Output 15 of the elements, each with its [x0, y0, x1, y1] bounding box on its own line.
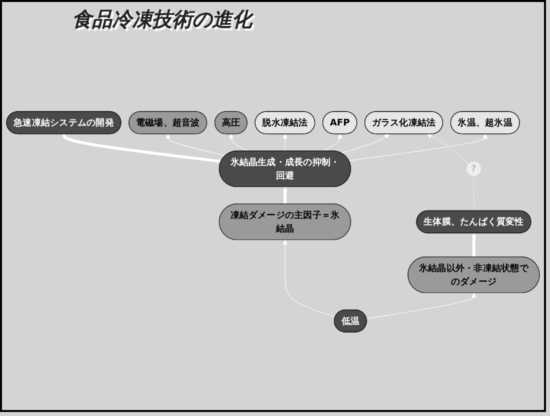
arrow	[471, 233, 476, 258]
arrow	[366, 293, 476, 320]
arrow	[322, 134, 342, 152]
connector	[62, 134, 222, 164]
arrow	[282, 134, 288, 152]
arrow	[282, 187, 288, 204]
arrow	[340, 134, 390, 154]
arrow	[348, 134, 488, 162]
node-circle: ?	[466, 162, 481, 176]
diagram-title: 食品冷凍技術の進化	[72, 6, 252, 33]
arrow	[228, 134, 249, 152]
arrow	[282, 240, 336, 318]
arrow	[427, 134, 469, 165]
arrow	[166, 134, 226, 156]
connector	[473, 176, 474, 212]
